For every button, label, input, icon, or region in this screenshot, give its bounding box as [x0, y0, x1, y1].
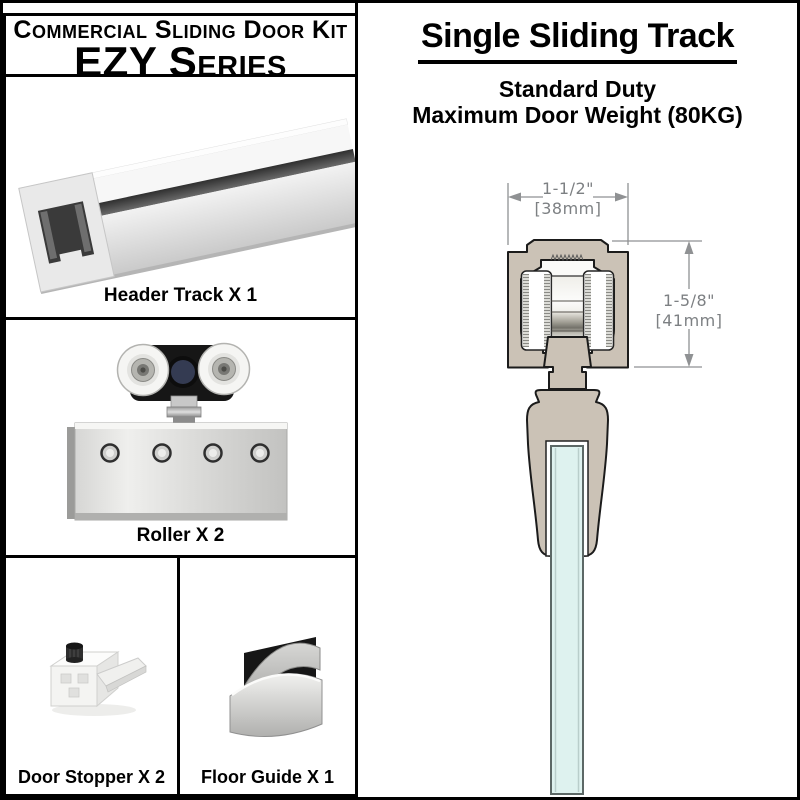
width-dimension-arrows: [508, 192, 628, 202]
diagram-title: Single Sliding Track: [417, 17, 738, 64]
height-dimension-imperial: 1-5/8": [663, 291, 715, 310]
hanger-wheels: [520, 270, 615, 351]
width-dimension-metric: [38mm]: [534, 199, 601, 218]
track-cross-section-end: [18, 172, 115, 293]
aluminium-extrusion: [18, 118, 355, 294]
kit-title-line1: Commercial Sliding Door Kit: [13, 16, 348, 44]
roller-photo: [67, 342, 288, 521]
stopper-wing: [96, 657, 147, 693]
component-label: Header Track X 1: [103, 285, 258, 306]
door-stopper-photo: [49, 642, 147, 716]
roller-pin: [166, 395, 202, 425]
duty-rating: Standard Duty: [498, 76, 657, 102]
component-label: Floor Guide X 1: [200, 767, 334, 787]
component-label: Door Stopper X 2: [17, 767, 165, 787]
component-box-door-stopper: Door Stopper X 2: [3, 555, 180, 797]
component-box-header-track: Header Track X 1: [3, 74, 358, 320]
serration-marks: [550, 253, 584, 262]
glass-panel: [550, 445, 584, 795]
kit-title-line2: EZY Series: [74, 38, 287, 85]
roller-wheel-right: [197, 342, 251, 396]
width-dimension-imperial: 1-1/2": [542, 179, 594, 198]
floor-guide-body: [229, 637, 323, 737]
kit-title-box: Commercial Sliding Door Kit EZY Series: [3, 13, 358, 85]
stopper-set-screw: [66, 642, 83, 663]
width-dimension-lines: [507, 183, 629, 245]
floor-guide-photo: [229, 637, 323, 737]
hanger-hub: [550, 275, 585, 347]
height-dimension-metric: [41mm]: [655, 311, 722, 330]
component-label: Roller X 2: [136, 525, 225, 546]
header-track-photo: [18, 118, 355, 294]
roller-wheel-left: [116, 343, 170, 397]
height-dimension-lines: [612, 240, 702, 368]
max-door-weight: Maximum Door Weight (80KG): [412, 102, 743, 128]
hanger-stem: [543, 336, 592, 397]
component-box-floor-guide: Floor Guide X 1: [177, 555, 358, 797]
clamp-screws: [100, 443, 270, 463]
component-box-roller: Roller X 2: [3, 317, 358, 558]
right-panel: Single Sliding Track Standard Duty Maxim…: [358, 3, 797, 797]
roller-clamp-block: [67, 422, 288, 521]
panel-divider: [355, 0, 358, 17]
track-cross-section-diagram: 1-1/2" [38mm] 1-5/8" [41mm]: [507, 179, 722, 795]
height-dimension-arrows: [684, 241, 694, 367]
